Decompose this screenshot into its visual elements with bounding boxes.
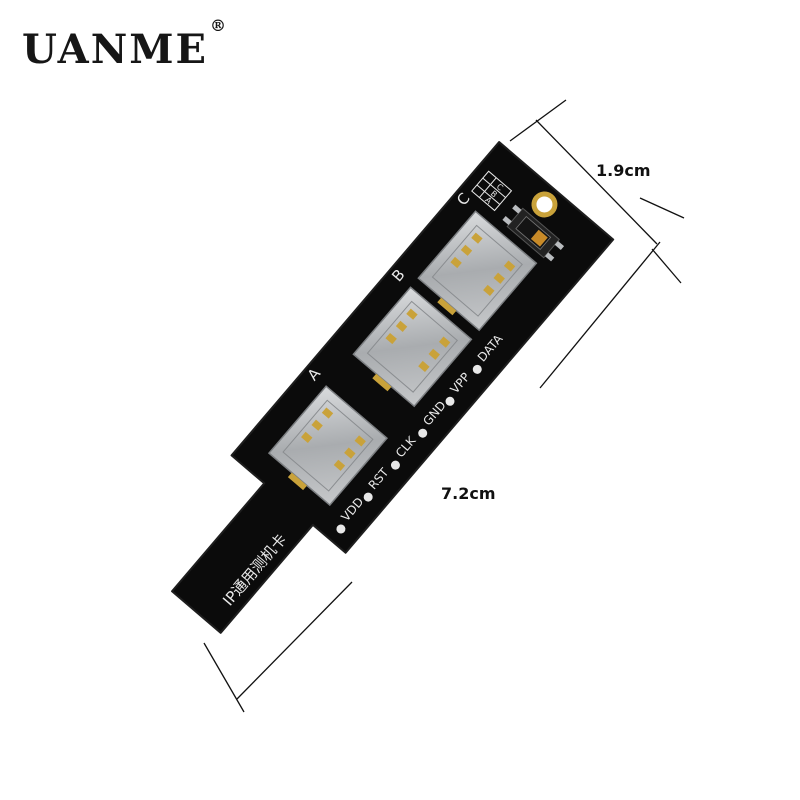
- selector-label-a: A: [483, 195, 493, 206]
- selector-label-c: C: [495, 182, 505, 193]
- dimension-lines: [203, 99, 685, 713]
- brand-logo: UANME®: [22, 16, 228, 73]
- selector-label-b: B: [489, 189, 499, 199]
- pin-pad-data: [472, 364, 482, 374]
- slide-switch: [502, 204, 565, 262]
- registered-mark: ®: [210, 15, 229, 35]
- pin-pad-clk: [390, 460, 400, 470]
- width-dimension-label: 1.9cm: [596, 161, 651, 180]
- pcb: [171, 141, 615, 634]
- sim-slot-c: C: [417, 189, 538, 332]
- pin-pad-rst: [363, 492, 373, 502]
- sim-slot-a: A: [267, 364, 389, 507]
- pin-pad-vpp: [445, 396, 455, 406]
- pin-pad-vdd: [336, 524, 346, 534]
- selector-box: [471, 170, 513, 212]
- brand-name: UANME: [22, 26, 209, 73]
- pin-pad-gnd: [418, 428, 428, 438]
- length-dimension-label: 7.2cm: [441, 484, 496, 503]
- sim-slot-b: B: [352, 266, 473, 408]
